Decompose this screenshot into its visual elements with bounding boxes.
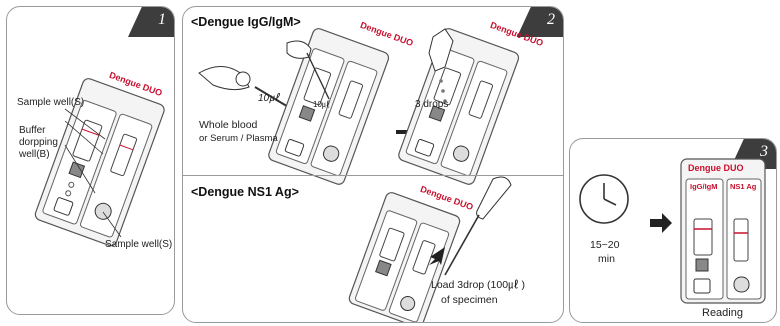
reading-label: Reading [702, 307, 743, 319]
load-drops-label: Load 3drop (100㎕ ) [431, 279, 525, 291]
arrow-icon [429, 247, 445, 265]
clock-icon [579, 174, 629, 224]
sample-well-label-bottom: Sample well(S) [105, 239, 173, 250]
volume-label-device: 10㎕ [313, 100, 330, 109]
time-unit-label: min [598, 253, 615, 265]
device-left-label: IgG/IgM [690, 182, 718, 191]
specimen-label: of specimen [441, 294, 498, 306]
hand-icon [198, 66, 251, 91]
arrow-right-icon [650, 213, 672, 233]
serum-plasma-label: or Serum / Plasma [199, 133, 278, 144]
test-device-icon [34, 78, 165, 247]
sample-well-label: Sample well(S) [17, 97, 85, 108]
step-1-device-illustration [34, 78, 165, 247]
step-number: 3 [760, 143, 768, 160]
volume-label: 10㎕ [258, 93, 280, 104]
time-label: 15~20 [590, 239, 620, 251]
test-device-icon [680, 158, 766, 304]
device-title: Dengue DUO [688, 163, 744, 173]
step-number: 1 [158, 11, 166, 28]
igg-igm-heading: <Dengue IgG/IgM> [191, 15, 301, 29]
three-drops-label: 3 drops [415, 99, 449, 110]
test-device-icon [348, 192, 461, 322]
buffer-well-label: Buffer dorpping well(B) [19, 125, 58, 160]
section-divider [183, 175, 563, 176]
device-right-label: NS1 Ag [730, 182, 757, 191]
step-2-panel: 2 <Dengue IgG/IgM> [182, 6, 564, 323]
step-2-illustration [198, 28, 520, 322]
whole-blood-label: Whole blood [199, 119, 258, 131]
step-3-panel: 3 Dengue DUO IgG/IgM NS1 Ag 15~20 min Re… [569, 138, 777, 323]
pipette-icon [286, 40, 330, 100]
swab-icon [444, 176, 512, 276]
step-1-panel: 1 Dengue DUO Sample well(S) Buffer dorpp… [6, 6, 175, 315]
test-device-icon [268, 28, 390, 185]
dropper-icon [428, 28, 454, 103]
test-device-icon [398, 28, 520, 185]
ns1-heading: <Dengue NS1 Ag> [191, 185, 299, 199]
step-number: 2 [547, 11, 555, 28]
step-3-illustration [579, 158, 766, 304]
